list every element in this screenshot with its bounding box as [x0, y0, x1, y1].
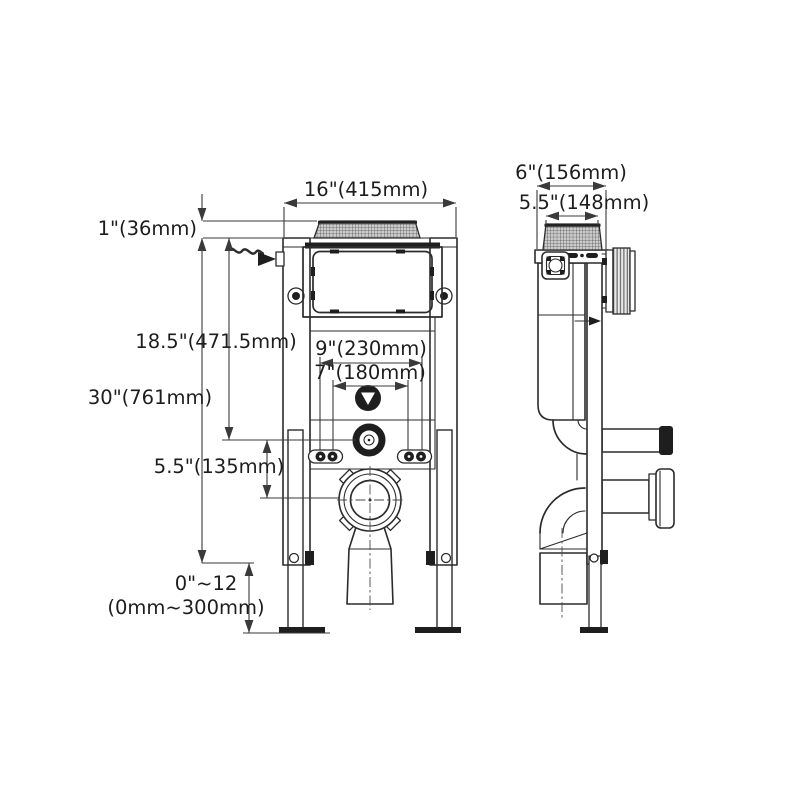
frame-rail-right — [429, 237, 458, 566]
flush-interface-panel — [307, 385, 436, 470]
dim-label-bolts-outer: 9"(230mm) — [315, 337, 427, 360]
dim-label-bolts-inner: 7"(180mm) — [314, 361, 426, 384]
leg-lock-clip-right — [426, 551, 435, 565]
dim-front-width: 16"(415mm) — [283, 178, 457, 237]
wall-plate-hatched — [612, 247, 631, 315]
arrowhead-icon — [224, 427, 234, 440]
water-supply-squiggle — [226, 247, 265, 256]
dim-label-flush-to-outlet: 5.5"(135mm) — [154, 455, 284, 478]
arrowhead-icon — [197, 550, 207, 563]
arrowhead-icon — [537, 181, 550, 191]
dim-label-side-depth-outer: 6"(156mm) — [515, 161, 627, 184]
flow-arrow-icon — [589, 316, 601, 326]
leg-bolt-left — [288, 552, 300, 564]
arrowhead-icon — [593, 181, 606, 191]
outlet-bend-outer — [539, 487, 586, 534]
side-plumbing — [539, 419, 675, 618]
tank-side — [537, 262, 586, 421]
dim-label-height-total: 30"(761mm) — [88, 386, 212, 409]
adjustable-leg-side — [588, 555, 602, 629]
dim-leg-range: 0"~12 (0mm~300mm) — [107, 563, 330, 634]
dimensions: 16"(415mm) 1"(36mm) 30"(761mm) 18.5"(471… — [88, 161, 649, 634]
leg-bolt-side — [589, 553, 599, 563]
dim-side-depth-outer: 6"(156mm) — [515, 161, 627, 249]
arrowhead-icon — [197, 238, 207, 251]
foot-plate-left — [279, 627, 325, 633]
side-view — [534, 223, 675, 633]
dim-label-flange-height: 1"(36mm) — [98, 217, 197, 240]
arrowhead-icon — [585, 211, 598, 221]
arrowhead-icon — [262, 440, 272, 453]
frame-rail-left — [282, 237, 311, 566]
foot-plate-side — [580, 627, 608, 633]
supply-fitting — [275, 251, 285, 267]
inspection-window — [312, 250, 433, 314]
arrowhead-icon — [395, 381, 408, 391]
dim-label-leg-range-inch: 0"~12 — [175, 572, 238, 595]
outlet-stub-pipe — [601, 479, 650, 514]
dim-label-side-depth-top: 5.5"(148mm) — [519, 191, 649, 214]
dim-label-leg-range-mm: (0mm~300mm) — [107, 596, 264, 619]
outlet-flange — [655, 468, 675, 529]
leg-bolt-right — [440, 552, 452, 564]
arrowhead-icon — [244, 563, 254, 576]
tank-outline — [302, 246, 443, 318]
arrowhead-icon — [197, 208, 207, 221]
top-assembly-side — [534, 223, 609, 280]
dim-label-front-width: 16"(415mm) — [304, 178, 428, 201]
top-seal-strip — [305, 242, 440, 249]
leg-lock-clip-left — [305, 551, 314, 565]
tank-profile — [537, 262, 586, 421]
frame-rail-side — [586, 257, 603, 565]
dim-height-flush: 18.5"(471.5mm) — [135, 238, 356, 441]
arrowhead-icon — [443, 198, 456, 208]
front-view — [226, 220, 461, 633]
foot-plate-right — [415, 627, 461, 633]
supply-arrow-icon — [258, 252, 276, 266]
arrowhead-icon — [224, 238, 234, 251]
wall-bracket-side — [574, 247, 636, 326]
flush-bend-outer — [552, 419, 588, 455]
fixing-slot-right — [396, 449, 433, 464]
supply-stub-pipe — [601, 428, 661, 453]
access-shaft-front — [313, 220, 421, 239]
leg-lock-clip-side — [600, 550, 608, 564]
dim-bolts-inner: 7"(180mm) — [314, 361, 426, 450]
arrowhead-icon — [320, 358, 333, 368]
arrowhead-icon — [262, 485, 272, 498]
outlet-assembly-front — [337, 466, 403, 610]
arrowhead-icon — [244, 620, 254, 633]
dim-height-total: 30"(761mm) — [88, 238, 254, 564]
dim-label-height-flush: 18.5"(471.5mm) — [135, 330, 296, 353]
dim-flange-height: 1"(36mm) — [98, 194, 317, 240]
hatched-access-collar-side — [542, 223, 603, 251]
arrowhead-icon — [546, 211, 559, 221]
arrowhead-icon — [333, 381, 346, 391]
dim-flush-to-outlet: 5.5"(135mm) — [154, 440, 339, 499]
pipe-end-cap — [659, 426, 673, 455]
dim-bolts-outer: 9"(230mm) — [315, 337, 427, 450]
dim-side-depth-top: 5.5"(148mm) — [519, 191, 649, 225]
carrier-frame-front — [279, 237, 461, 633]
drain-box — [539, 552, 588, 605]
arrowhead-icon — [284, 198, 297, 208]
supply-inlet — [226, 247, 285, 267]
arrowhead-icon — [409, 358, 422, 368]
